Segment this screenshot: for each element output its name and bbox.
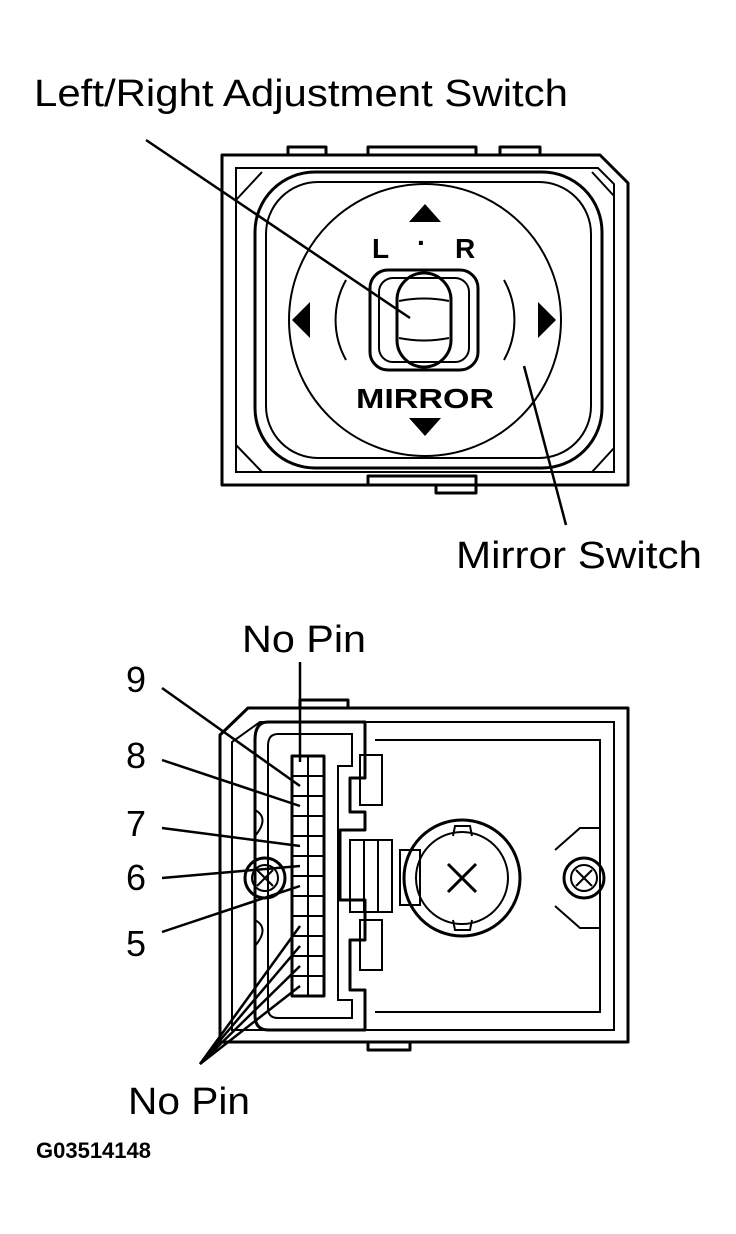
right-arrow-icon [538,302,556,338]
switch-letter-r: R [455,233,475,264]
leader-pin-9 [161,686,301,788]
pin-label-6: 6 [126,857,146,898]
right-screw-icon [562,856,606,900]
switch-letter-l: L [372,233,389,264]
leader-no-pin-bottom-3 [199,965,301,1065]
label-no-pin-bottom: No Pin [128,1081,250,1123]
left-arrow-icon [292,302,310,338]
leader-no-pin-bottom-1 [198,925,302,1065]
switch-dot: · [417,227,426,258]
leader-pin-8 [161,758,301,808]
leader-no-pin-bottom-2 [199,945,301,1065]
label-no-pin-top: No Pin [242,619,366,661]
label-mirror-switch: Mirror Switch [456,535,702,577]
switch-mirror-text: MIRROR [356,383,494,414]
leader-pin-5 [161,884,301,934]
leader-pin-7 [161,826,301,848]
leader-mirror-switch [522,365,568,526]
figure-code: G03514148 [36,1138,151,1163]
pin-label-9: 9 [126,659,146,700]
leader-no-pin-bottom-4 [199,985,301,1065]
pin-label-7: 7 [126,803,146,844]
switch-front-view: L · R MIRROR [220,145,630,495]
up-arrow-icon [409,204,441,222]
down-arrow-icon [409,418,441,436]
switch-rear-connector-view [218,698,630,1052]
pin-label-5: 5 [126,923,146,964]
leader-pin-6 [161,864,301,880]
label-left-right-adjustment-switch: Left/Right Adjustment Switch [34,73,568,115]
pin-label-8: 8 [126,735,146,776]
leader-left-right-adjustment-switch [145,138,411,320]
center-screw-icon [402,818,522,938]
